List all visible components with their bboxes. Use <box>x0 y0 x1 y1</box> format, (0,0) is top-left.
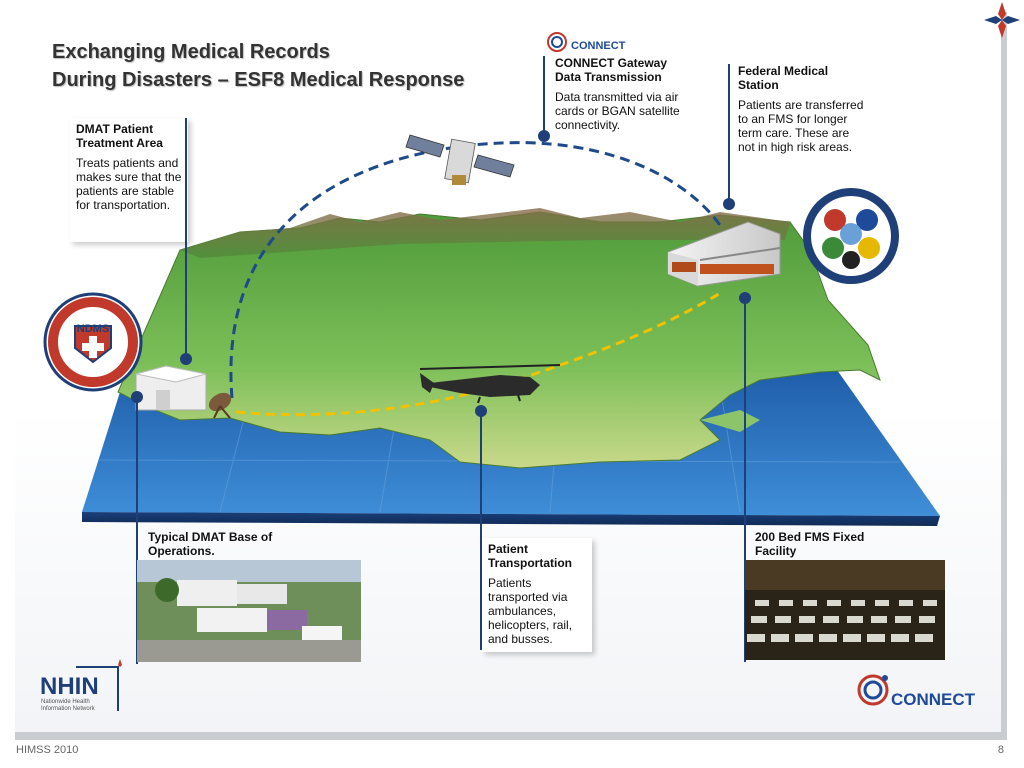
callout-heading: Patient Transportation <box>488 542 573 570</box>
callout-dmat-treatment-area: DMAT Patient Treatment Area Treats patie… <box>70 118 188 242</box>
connect-wordmark: CONNECT <box>891 690 976 709</box>
connect-logo-bottom: CONNECT <box>855 668 990 712</box>
nhin-bracket-icon <box>76 659 122 711</box>
connect-logo-top: CONNECT <box>545 28 645 54</box>
connect-swirl-icon <box>857 674 889 706</box>
callout-body: Patients are transferred to an FMS for l… <box>738 98 864 154</box>
callout-dmat-base: Typical DMAT Base of Operations. <box>148 530 308 564</box>
connector-line <box>728 64 730 204</box>
page-number: 8 <box>997 744 1004 756</box>
callout-patient-transportation: Patient Transportation Patients transpor… <box>482 538 592 652</box>
building-icon <box>667 221 781 287</box>
nhin-wordmark: NHIN <box>40 673 99 700</box>
mountain-ridge <box>180 208 790 258</box>
nhin-subtitle: Nationwide Health Information Network <box>41 699 95 713</box>
helicopter-icon <box>419 364 561 404</box>
transport-route <box>235 290 723 417</box>
hhs-corner-logo <box>984 2 1020 38</box>
page-title: Exchanging Medical Records During Disast… <box>52 38 464 94</box>
hhs-emergency-seal <box>803 188 899 284</box>
callout-heading: Federal Medical Station <box>738 64 829 92</box>
callout-heading: 200 Bed FMS Fixed Facility <box>755 530 865 558</box>
satellite-icon <box>405 134 515 185</box>
connector-line <box>136 396 138 664</box>
title-line-1: Exchanging Medical Records <box>52 41 330 63</box>
nhin-subtitle-line-2: Information Network <box>41 706 95 712</box>
dmat-base-photo <box>137 560 361 662</box>
connector-dot <box>131 391 143 403</box>
callout-body: Patients transported via ambulances, hel… <box>488 576 573 646</box>
connector-dot <box>739 292 751 304</box>
connector-dot <box>180 353 192 365</box>
ndms-badge-text: NDMS <box>77 323 109 335</box>
callout-fixed-facility: 200 Bed FMS Fixed Facility <box>755 530 905 564</box>
connect-swirl-icon <box>547 32 567 52</box>
connector-line <box>480 410 482 650</box>
connector-dot <box>475 405 487 417</box>
nhin-logo: NHIN Nationwide Health Information Netwo… <box>36 657 126 713</box>
callout-body: Data transmitted via air cards or BGAN s… <box>555 90 680 132</box>
callout-heading: Typical DMAT Base of Operations. <box>148 530 273 558</box>
tent-icon <box>135 365 207 411</box>
title-line-2: During Disasters – ESF8 Medical Response <box>52 69 465 91</box>
connector-line <box>744 300 746 662</box>
connector-line <box>543 56 545 136</box>
connector-line <box>185 118 187 358</box>
nhin-subtitle-line-1: Nationwide Health <box>41 699 90 705</box>
connector-dot <box>723 198 735 210</box>
callout-body: Treats patients and makes sure that the … <box>76 156 182 212</box>
ndms-logo <box>43 292 143 392</box>
footer-event-label: HIMSS 2010 <box>16 744 79 756</box>
ocean-board-edge <box>82 512 940 526</box>
connector-dot <box>538 130 550 142</box>
callout-heading: DMAT Patient Treatment Area <box>76 122 163 150</box>
satellite-dish-icon <box>208 392 232 419</box>
callout-heading: CONNECT Gateway Data Transmission <box>555 56 668 84</box>
connect-wordmark: CONNECT <box>571 40 626 52</box>
fixed-facility-photo <box>745 560 945 660</box>
callout-connect-gateway: CONNECT Gateway Data Transmission Data t… <box>555 56 695 132</box>
callout-federal-medical-station: Federal Medical Station Patients are tra… <box>738 64 868 154</box>
